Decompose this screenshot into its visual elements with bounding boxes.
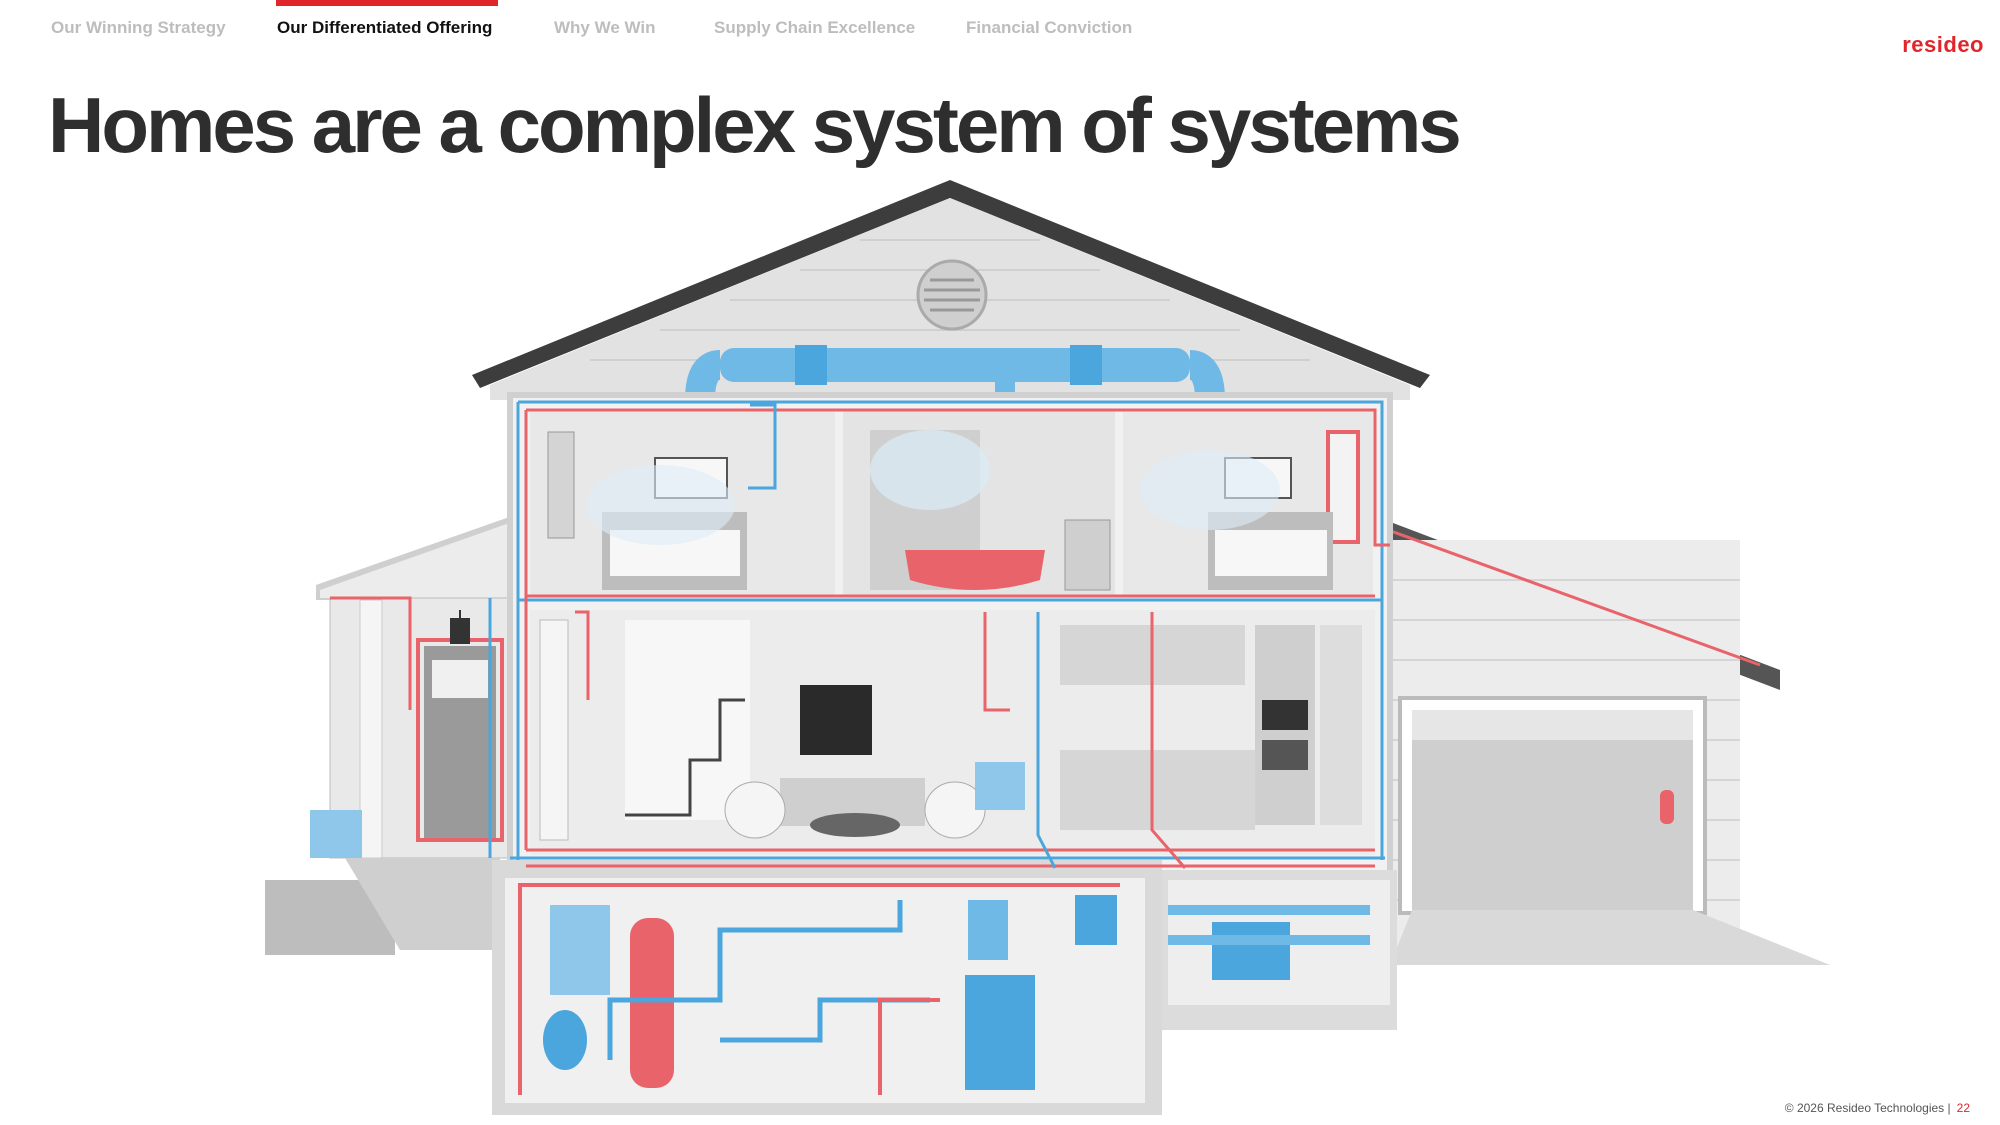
tab-supply-chain-excellence[interactable]: Supply Chain Excellence <box>714 18 916 37</box>
slide-footer: © 2026 Resideo Technologies | 22 <box>1785 1101 1970 1115</box>
copyright-text: © 2026 Resideo Technologies | <box>1784 1101 1951 1115</box>
basement <box>492 860 1397 1115</box>
slide-title: Homes are a complex system of systems <box>48 81 1462 169</box>
tab-financial-conviction[interactable]: Financial Conviction <box>966 18 1133 37</box>
page-number: 22 <box>1956 1101 1970 1115</box>
tab-our-differentiated-offering[interactable]: Our Differentiated Offering <box>277 18 493 37</box>
tab-our-winning-strategy[interactable]: Our Winning Strategy <box>51 18 226 37</box>
upper-floor <box>530 410 1373 595</box>
main-floor <box>530 610 1375 855</box>
garage-wing <box>1385 520 1830 965</box>
porch-wing <box>265 515 516 955</box>
system-wiring <box>330 400 1390 869</box>
tab-why-we-win[interactable]: Why We Win <box>554 18 656 37</box>
active-tab-indicator <box>276 0 498 6</box>
resideo-logo: resideo <box>1902 32 1984 57</box>
